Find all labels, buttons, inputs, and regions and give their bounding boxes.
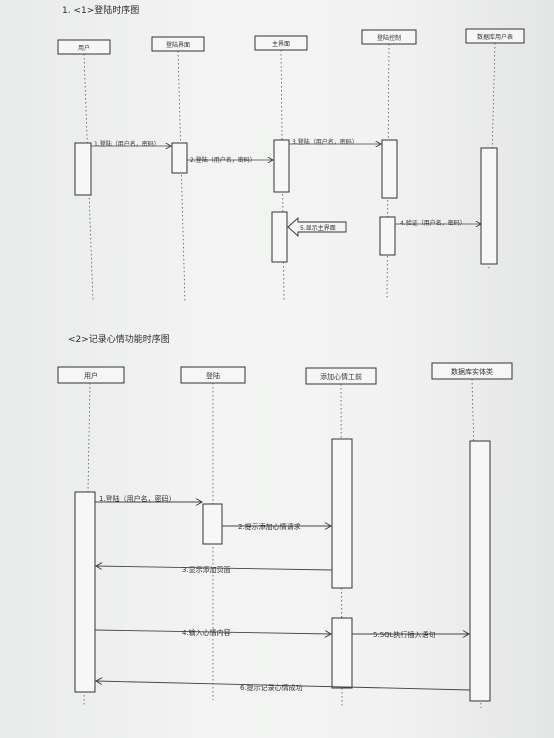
d1-participant-login-control-label: 登陆控制 (377, 34, 401, 42)
d1-message-3-label: 3.登陆（用户名，密码） (292, 138, 358, 146)
d1-message-2-label: 2.登陆（用户名，密码） (190, 156, 256, 164)
d1-message-arrows (91, 144, 481, 224)
d1-activations (74, 139, 498, 265)
d2-message-arrows (94, 502, 471, 691)
d1-participant-main-ui: 主界面 (254, 35, 308, 51)
d1-participant-login-ui-label: 登陆界面 (166, 41, 190, 49)
d1-participant-login-ui: 登陆界面 (151, 36, 205, 52)
diagram1-title: 1. <1>登陆时序图 (62, 6, 140, 16)
d1-participant-user-table-label: 数据库用户表 (477, 33, 513, 41)
d2-message-6-label: 6.提示记录心情成功 (240, 683, 303, 692)
d2-message-1-label: 1.登陆（用户名，密码） (99, 494, 176, 503)
d2-participant-add-mood: 添加心情工前 (305, 367, 377, 385)
d2-message-5-label: 5.SQL执行插入语句 (373, 630, 436, 639)
d1-message-4-label: 4.验证（用户名，密码） (400, 219, 466, 227)
d1-message-1-label: 1.登陆（用户名，密码） (94, 140, 160, 148)
d2-message-3-label: 3.显示添加页面 (182, 565, 231, 574)
d2-participant-user-label: 用户 (84, 371, 98, 380)
d1-participant-login-control: 登陆控制 (361, 29, 417, 45)
d1-participant-user-table: 数据库用户表 (465, 28, 525, 44)
d2-message-4-label: 4.输入心情内容 (182, 628, 231, 637)
d1-participant-main-ui-label: 主界面 (272, 40, 290, 48)
d1-message-5-label: 5.显示主界面 (300, 224, 336, 232)
d2-participant-db-entity-label: 数据库实体类 (451, 367, 493, 376)
d1-participant-user-label: 用户 (78, 44, 90, 52)
d1-participant-user: 用户 (57, 39, 111, 55)
d2-participant-login-label: 登陆 (206, 371, 220, 380)
d2-lifelines (83, 378, 482, 709)
d1-message-5-block-arrow: 5.显示主界面 (287, 216, 347, 238)
d2-participant-add-mood-label: 添加心情工前 (320, 372, 362, 381)
d2-message-2-label: 2.提示添加心情请求 (238, 522, 301, 531)
d2-participant-db-entity: 数据库实体类 (431, 362, 513, 380)
d2-participant-login: 登陆 (180, 366, 246, 384)
diagram2-title: <2>记录心情功能时序图 (68, 335, 170, 345)
d2-activations (74, 438, 491, 702)
d2-participant-user: 用户 (57, 366, 125, 384)
